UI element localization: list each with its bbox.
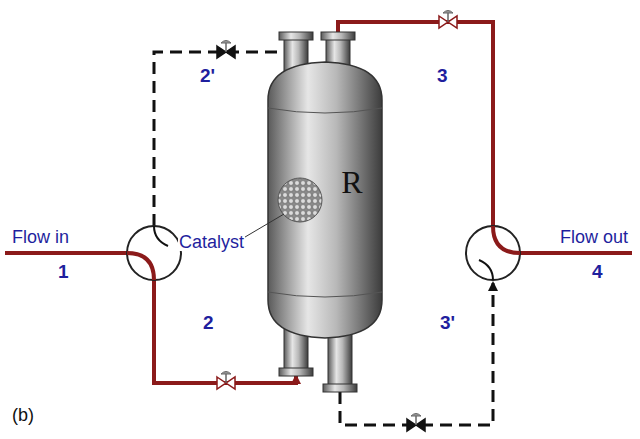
stream-number: 2: [203, 313, 214, 332]
stream-number: 4: [592, 262, 603, 281]
flow-label: Flow in: [12, 228, 69, 246]
reactor-label: R: [330, 166, 374, 198]
part-label: Catalyst: [178, 233, 245, 251]
reactor-vessel: R: [330, 166, 374, 198]
stream-number: 3': [440, 313, 455, 332]
stream-number: 3: [437, 66, 448, 85]
flow-label: Flow out: [560, 228, 628, 246]
figure-tag: (b): [12, 406, 34, 424]
stream-number: 2': [200, 66, 215, 85]
stream-number: 1: [58, 262, 69, 281]
